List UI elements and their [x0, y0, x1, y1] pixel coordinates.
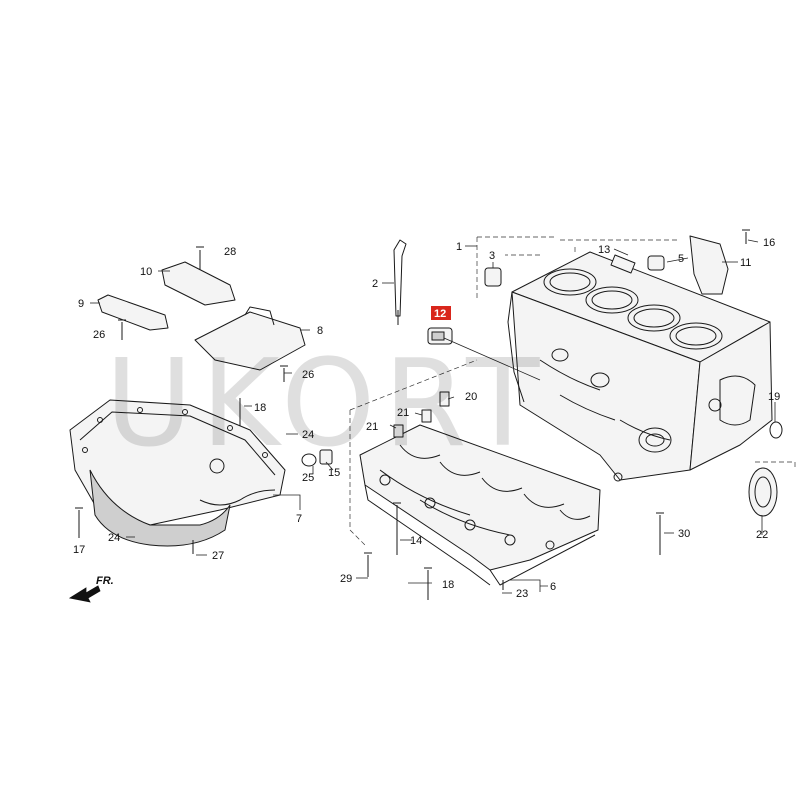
part-label-10: 10	[140, 266, 152, 278]
part-label-5: 5	[678, 253, 684, 265]
part-label-7: 7	[296, 513, 302, 525]
watermark: UKORT	[105, 335, 547, 474]
part-label-2: 2	[372, 278, 378, 290]
dowel-pin	[421, 409, 432, 423]
part-label-18a: 18	[254, 402, 266, 414]
seal-outline	[755, 461, 796, 470]
cylinder-block	[507, 251, 773, 482]
part-label-25: 25	[302, 472, 314, 484]
part-label-24b: 24	[108, 532, 120, 544]
part-label-26b: 26	[302, 369, 314, 381]
upper-block-outline	[505, 239, 680, 256]
part-label-17: 17	[73, 544, 85, 556]
part-labels: 1 2 3 5 6 7 8 9 10 11 12 13 14 15 16 17 …	[73, 237, 780, 600]
part-label-30: 30	[678, 528, 690, 540]
part-label-28: 28	[224, 246, 236, 258]
part-label-1: 1	[456, 241, 462, 253]
part-label-15: 15	[328, 467, 340, 479]
part-label-14: 14	[410, 535, 422, 547]
highlight-box-12	[431, 306, 451, 320]
sensor-5	[647, 255, 665, 271]
part-label-18b: 18	[442, 579, 454, 591]
part-label-22: 22	[756, 529, 768, 541]
front-direction-arrow: FR.	[68, 575, 114, 603]
part-label-8: 8	[317, 325, 323, 337]
part-label-21b: 21	[397, 407, 409, 419]
part-label-29: 29	[340, 573, 352, 585]
bolts	[75, 229, 750, 600]
part-label-6: 6	[550, 581, 556, 593]
part-label-26a: 26	[93, 329, 105, 341]
knock-sensor	[610, 254, 636, 274]
oil-pan	[69, 399, 286, 547]
front-label: FR.	[96, 575, 114, 587]
part-label-23: 23	[516, 588, 528, 600]
part-label-16: 16	[763, 237, 775, 249]
part-label-11: 11	[740, 257, 751, 269]
drain-plug	[319, 449, 333, 465]
baffle-plate	[194, 306, 306, 371]
bracket-upper	[161, 261, 236, 306]
bracket-lower	[97, 294, 169, 331]
part-label-3: 3	[489, 250, 495, 262]
washer	[301, 453, 317, 467]
oil-seal	[748, 467, 778, 517]
plug	[484, 267, 502, 287]
dowel-pin	[393, 424, 404, 438]
part-label-21a: 21	[366, 421, 378, 433]
part-label-27: 27	[212, 550, 224, 562]
part-label-12: 12	[434, 308, 446, 320]
o-ring	[769, 421, 783, 439]
bracket-11	[689, 235, 729, 295]
lower-block-bedplate	[359, 424, 601, 586]
part-label-24a: 24	[302, 429, 314, 441]
part-label-20: 20	[465, 391, 477, 403]
leader-lines	[90, 239, 776, 594]
part-label-19: 19	[768, 391, 780, 403]
oil-pressure-sensor	[427, 327, 453, 345]
part-label-9: 9	[78, 298, 84, 310]
dipstick	[393, 239, 407, 325]
part-label-13: 13	[598, 244, 610, 256]
